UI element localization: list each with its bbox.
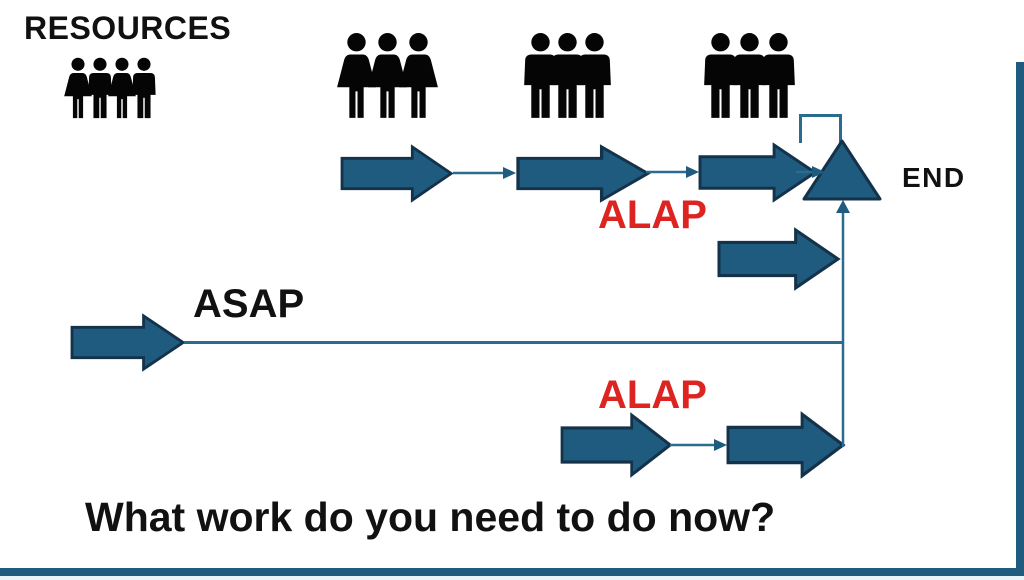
task-arrow-asap bbox=[70, 314, 185, 371]
task-arrow-bottom-2 bbox=[726, 412, 845, 478]
person-man-icon bbox=[762, 33, 795, 118]
end-label: END bbox=[902, 162, 966, 193]
right-arrow-connector-icon bbox=[646, 166, 699, 178]
task-arrow-top-1 bbox=[340, 145, 453, 202]
feedback-loop-icon bbox=[799, 114, 842, 143]
right-border-bar bbox=[1016, 62, 1024, 576]
right-arrow-connector-icon bbox=[670, 439, 727, 451]
person-man-icon bbox=[578, 33, 611, 118]
resources-people-group bbox=[62, 57, 160, 121]
right-arrow-connector-icon bbox=[453, 167, 516, 179]
task-arrow-bottom-1 bbox=[560, 413, 672, 477]
bottom-light-strip bbox=[0, 576, 1024, 580]
resources-label: RESOURCES bbox=[24, 10, 232, 46]
task2-people-group bbox=[518, 32, 617, 122]
bottom-border-bar bbox=[0, 568, 1024, 576]
alap-bottom-label: ALAP bbox=[598, 373, 707, 417]
person-woman-icon bbox=[399, 33, 438, 118]
right-arrow-connector-icon bbox=[796, 166, 825, 178]
person-man-icon bbox=[132, 57, 156, 119]
question-title: What work do you need to do now? bbox=[85, 494, 776, 540]
up-arrow-connector-icon bbox=[836, 200, 850, 447]
task-arrow-middle-alap bbox=[717, 228, 840, 290]
alap-top-label: ALAP bbox=[598, 193, 707, 237]
task-arrow-top-2 bbox=[516, 145, 650, 202]
milestone-triangle-icon bbox=[802, 139, 882, 201]
task3-people-group bbox=[698, 32, 801, 122]
asap-label: ASAP bbox=[193, 282, 305, 326]
task1-people-group bbox=[334, 32, 441, 122]
asap-timeline-line bbox=[184, 341, 844, 344]
